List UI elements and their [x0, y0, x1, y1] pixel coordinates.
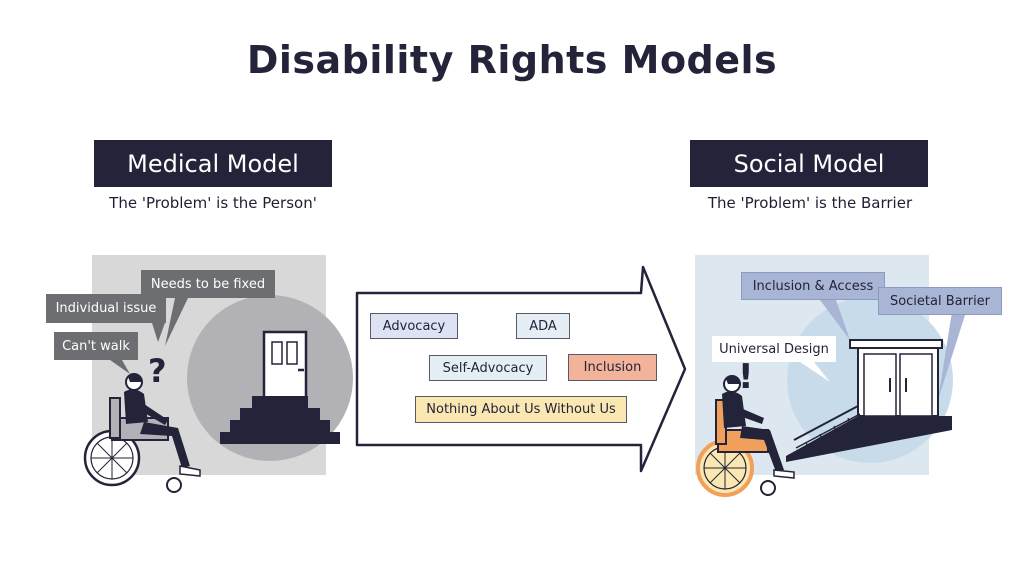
bubble-tail [165, 298, 188, 346]
bubble-cant-walk: Can't walk [54, 332, 138, 360]
person-in-wheelchair-icon [83, 373, 201, 493]
tag-inclusion: Inclusion [568, 354, 657, 381]
person-in-wheelchair-icon [696, 375, 795, 497]
social-model-illustration: ! Inclusion & Access Societal Barrier Un… [690, 250, 1010, 500]
social-model-title: Social Model [733, 149, 885, 178]
bubble-tail [938, 312, 966, 400]
bubble-individual-issue: Individual issue [46, 294, 166, 323]
medical-model-illustration: ? Needs to be fixed Individual issue Can… [40, 250, 353, 500]
medical-model-title: Medical Model [127, 149, 299, 178]
exclamation-mark-icon: ! [738, 357, 754, 397]
tag-nothing-about-us-without-us: Nothing About Us Without Us [415, 396, 627, 423]
bubble-tail [820, 300, 850, 340]
medical-model-subtitle: The 'Problem' is the Person' [109, 194, 317, 212]
building-doors-icon [849, 339, 943, 417]
door-icon [262, 330, 308, 400]
transition-arrow: Advocacy ADA Self-Advocacy Inclusion Not… [355, 265, 687, 475]
stairs-icon [220, 396, 340, 444]
page-title: Disability Rights Models [246, 38, 778, 82]
ramp-icon [786, 405, 952, 462]
medical-model-header: Medical Model [94, 140, 332, 187]
social-model-subtitle: The 'Problem' is the Barrier [707, 194, 913, 212]
social-model-header: Social Model [690, 140, 928, 187]
bubble-tail [110, 360, 130, 374]
bubble-inclusion-access: Inclusion & Access [741, 272, 885, 300]
bubble-needs-to-be-fixed: Needs to be fixed [141, 270, 275, 298]
bubble-tail [152, 323, 165, 342]
tag-ada: ADA [516, 313, 570, 339]
bubble-universal-design: Universal Design [712, 336, 836, 362]
bubble-tail [800, 362, 830, 382]
question-mark-icon: ? [148, 352, 167, 390]
tag-self-advocacy: Self-Advocacy [429, 355, 547, 381]
tag-advocacy: Advocacy [370, 313, 458, 339]
bubble-societal-barrier: Societal Barrier [878, 287, 1002, 315]
